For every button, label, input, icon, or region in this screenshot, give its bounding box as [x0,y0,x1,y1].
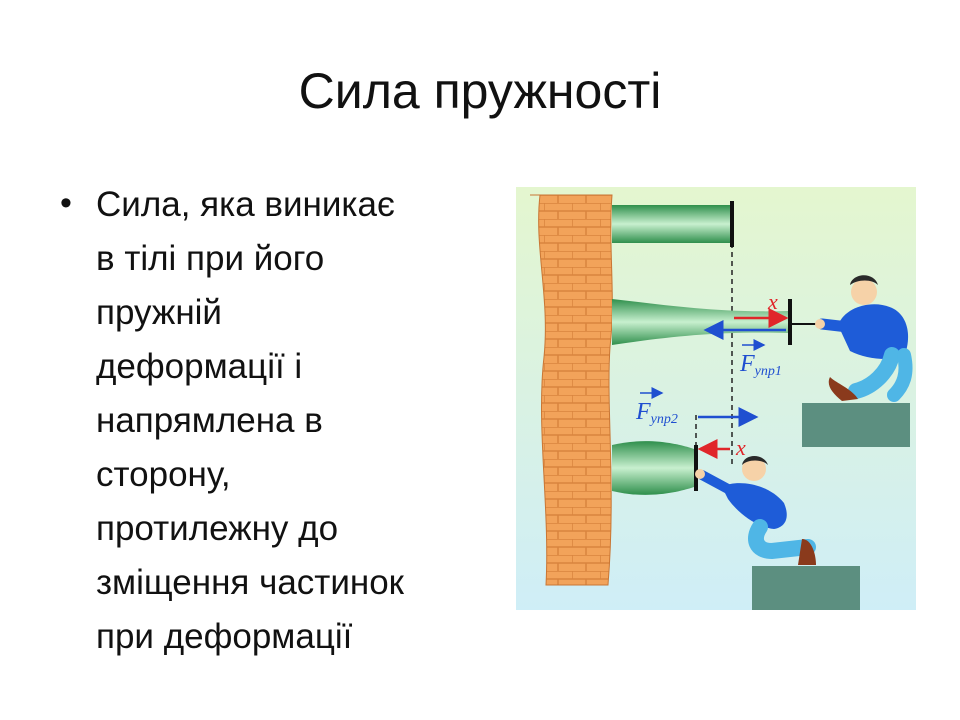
bullet-line: при деформації [96,617,353,656]
f2-sub: упр2 [649,412,678,427]
bullet-line: протилежну до [96,509,339,548]
bullet-dot-icon: • [60,184,72,222]
bullet-line: Сила, яка виникає [96,185,395,224]
platform-top [802,403,910,447]
f2-main: F [635,399,651,425]
f1-sub: упр1 [753,364,782,379]
spring-compressed [612,441,694,495]
elastic-force-illustration: x Fупр1 Fупр2 x [516,187,916,610]
x-label-top: x [767,289,778,314]
bullet-line: сторону, [96,455,231,494]
slide-title: Сила пружності [298,63,662,119]
platform-bottom [752,566,860,610]
f2-label: Fупр2 [635,399,678,427]
bullet-text: Сила, яка виникає в тілі при його пружні… [96,178,496,664]
f1-label: Fупр1 [739,351,782,379]
bullet-line: деформації і [96,347,303,386]
boy-pulling [815,275,913,402]
spring-stretched [612,299,788,345]
bullet-line: зміщення частинок [96,563,404,602]
x-label-bottom: x [735,435,746,460]
boy-pushing [695,456,816,565]
bullet-line: в тілі при його [96,239,325,278]
spring-rest [612,205,730,243]
bullet-line: пружній [96,293,222,332]
bullet-line: напрямлена в [96,401,323,440]
f1-main: F [739,351,755,377]
